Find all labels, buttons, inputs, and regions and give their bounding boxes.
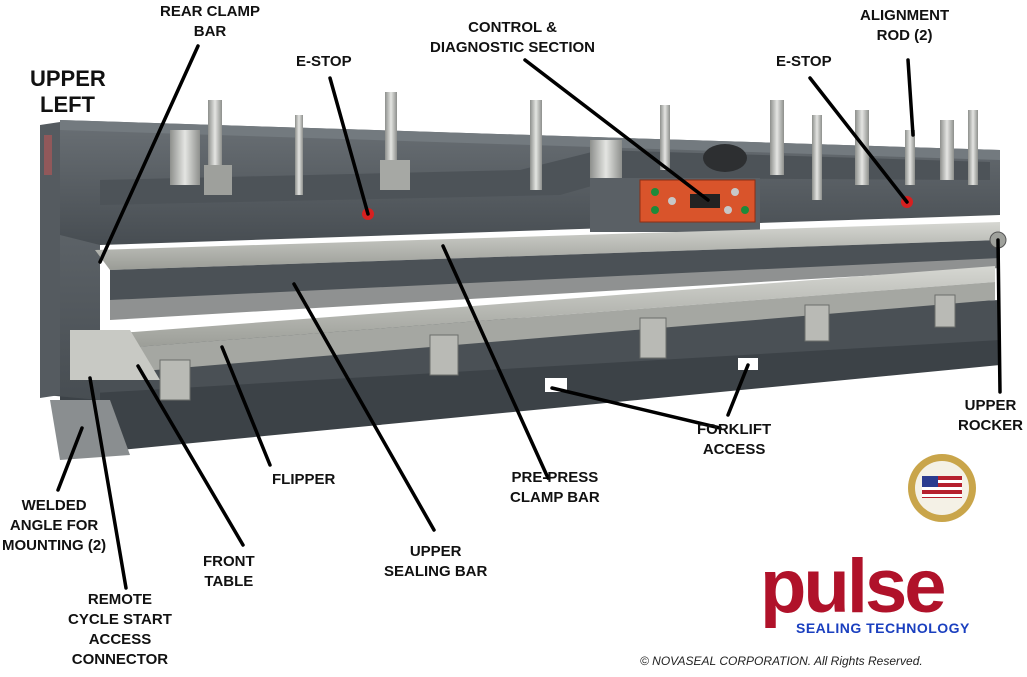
callout-upper-sealing	[292, 282, 436, 532]
label-line: FRONT	[203, 553, 255, 570]
label-line: E-STOP	[776, 53, 832, 70]
label-line: UPPER	[409, 543, 462, 560]
callout-estop-right	[808, 76, 909, 204]
label-line: MOUNTING (2)	[2, 537, 107, 554]
pulse-logo: pulse	[760, 454, 976, 629]
label-upper-sealing-bar: UPPER SEALING BAR	[384, 542, 487, 582]
label-line: UPPER	[30, 66, 106, 91]
label-line: WELDED	[21, 497, 87, 514]
callout-remote-cycle	[88, 376, 128, 590]
callout-alignment-rod	[906, 58, 915, 137]
label-line: ROCKER	[958, 417, 1024, 434]
label-line: ACCESS	[702, 441, 766, 458]
callout-pre-press	[441, 244, 550, 480]
label-line: E-STOP	[296, 53, 352, 70]
label-rear-clamp-bar: REAR CLAMP BAR	[160, 2, 260, 42]
side-label-plate	[44, 135, 52, 175]
label-line: FORKLIFT	[697, 421, 772, 438]
label-remote-cycle-start: REMOTE CYCLE START ACCESS CONNECTOR	[68, 590, 172, 670]
brand-tagline: SEALING TECHNOLOGY	[796, 620, 970, 636]
label-upper-left: UPPER LEFT	[30, 66, 106, 118]
logo-wordmark: pulse	[760, 544, 944, 629]
callout-lines	[56, 44, 1002, 590]
label-line: CONTROL &	[468, 19, 557, 36]
label-line: PRE-PRESS	[511, 469, 599, 486]
label-line: ANGLE FOR	[9, 517, 99, 534]
callout-forklift-left	[550, 386, 722, 430]
label-line: UPPER	[964, 397, 1017, 414]
label-line: BAR	[193, 23, 227, 40]
callout-rear-clamp	[98, 44, 200, 264]
label-line: ALIGNMENT	[860, 7, 950, 24]
label-line: ROD (2)	[876, 27, 933, 44]
label-welded-angle: WELDED ANGLE FOR MOUNTING (2)	[2, 496, 106, 556]
top-cylinders	[170, 92, 978, 200]
label-estop-left: E-STOP	[296, 52, 352, 72]
label-line: CLAMP BAR	[510, 489, 600, 506]
callout-control	[523, 58, 710, 202]
label-line: DIAGNOSTIC SECTION	[430, 39, 596, 56]
label-alignment-rod: ALIGNMENT ROD (2)	[860, 6, 949, 46]
clamp-brackets	[159, 294, 956, 401]
label-line: FLIPPER	[272, 471, 336, 488]
label-front-table: FRONT TABLE	[203, 552, 255, 592]
label-line: LEFT	[40, 92, 95, 117]
label-control-diagnostic: CONTROL & DIAGNOSTIC SECTION	[430, 18, 595, 58]
label-forklift-access: FORKLIFT ACCESS	[697, 420, 771, 460]
sealing-bars	[70, 222, 1000, 380]
label-line: SEALING BAR	[384, 563, 488, 580]
label-upper-rocker: UPPER ROCKER	[958, 396, 1023, 436]
callout-flipper	[220, 345, 272, 467]
callout-forklift-right	[726, 363, 750, 417]
callout-front-table	[136, 364, 245, 547]
label-line: TABLE	[204, 573, 254, 590]
label-flipper: FLIPPER	[272, 470, 335, 490]
callout-estop-left	[328, 76, 370, 216]
label-line: CYCLE START	[68, 611, 172, 628]
label-pre-press-clamp-bar: PRE-PRESS CLAMP BAR	[510, 468, 600, 508]
callout-welded-angle	[56, 426, 84, 492]
label-estop-right: E-STOP	[776, 52, 832, 72]
control-panel	[590, 178, 760, 232]
label-line: ACCESS	[88, 631, 152, 648]
copyright-notice: © NOVASEAL CORPORATION. All Rights Reser…	[640, 654, 923, 668]
label-line: REMOTE	[87, 591, 153, 608]
label-line: REAR CLAMP	[160, 3, 260, 20]
callout-upper-rocker	[996, 238, 1002, 394]
label-line: CONNECTOR	[71, 651, 169, 668]
